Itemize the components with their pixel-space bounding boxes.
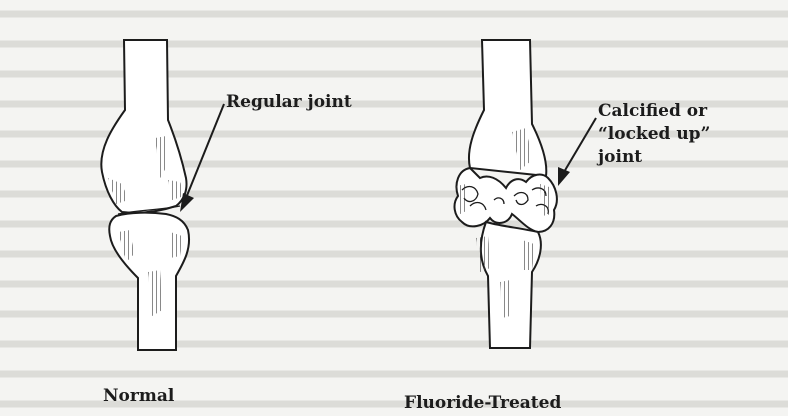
fluoride-upper-bone: [469, 40, 546, 176]
calcified-joint-label-line1: Calcified or: [598, 101, 707, 122]
calcified-joint-label-line2: “locked up”: [598, 124, 710, 145]
regular-joint-label: Regular joint: [226, 92, 352, 113]
calcified-joint-label-line3: joint: [598, 147, 642, 168]
calcified-joint-arrow: [558, 118, 596, 186]
fluoride-lower-bone: [481, 222, 541, 348]
fluoride-treated-caption: Fluoride-Treated: [404, 393, 561, 413]
normal-caption: Normal: [103, 386, 174, 406]
